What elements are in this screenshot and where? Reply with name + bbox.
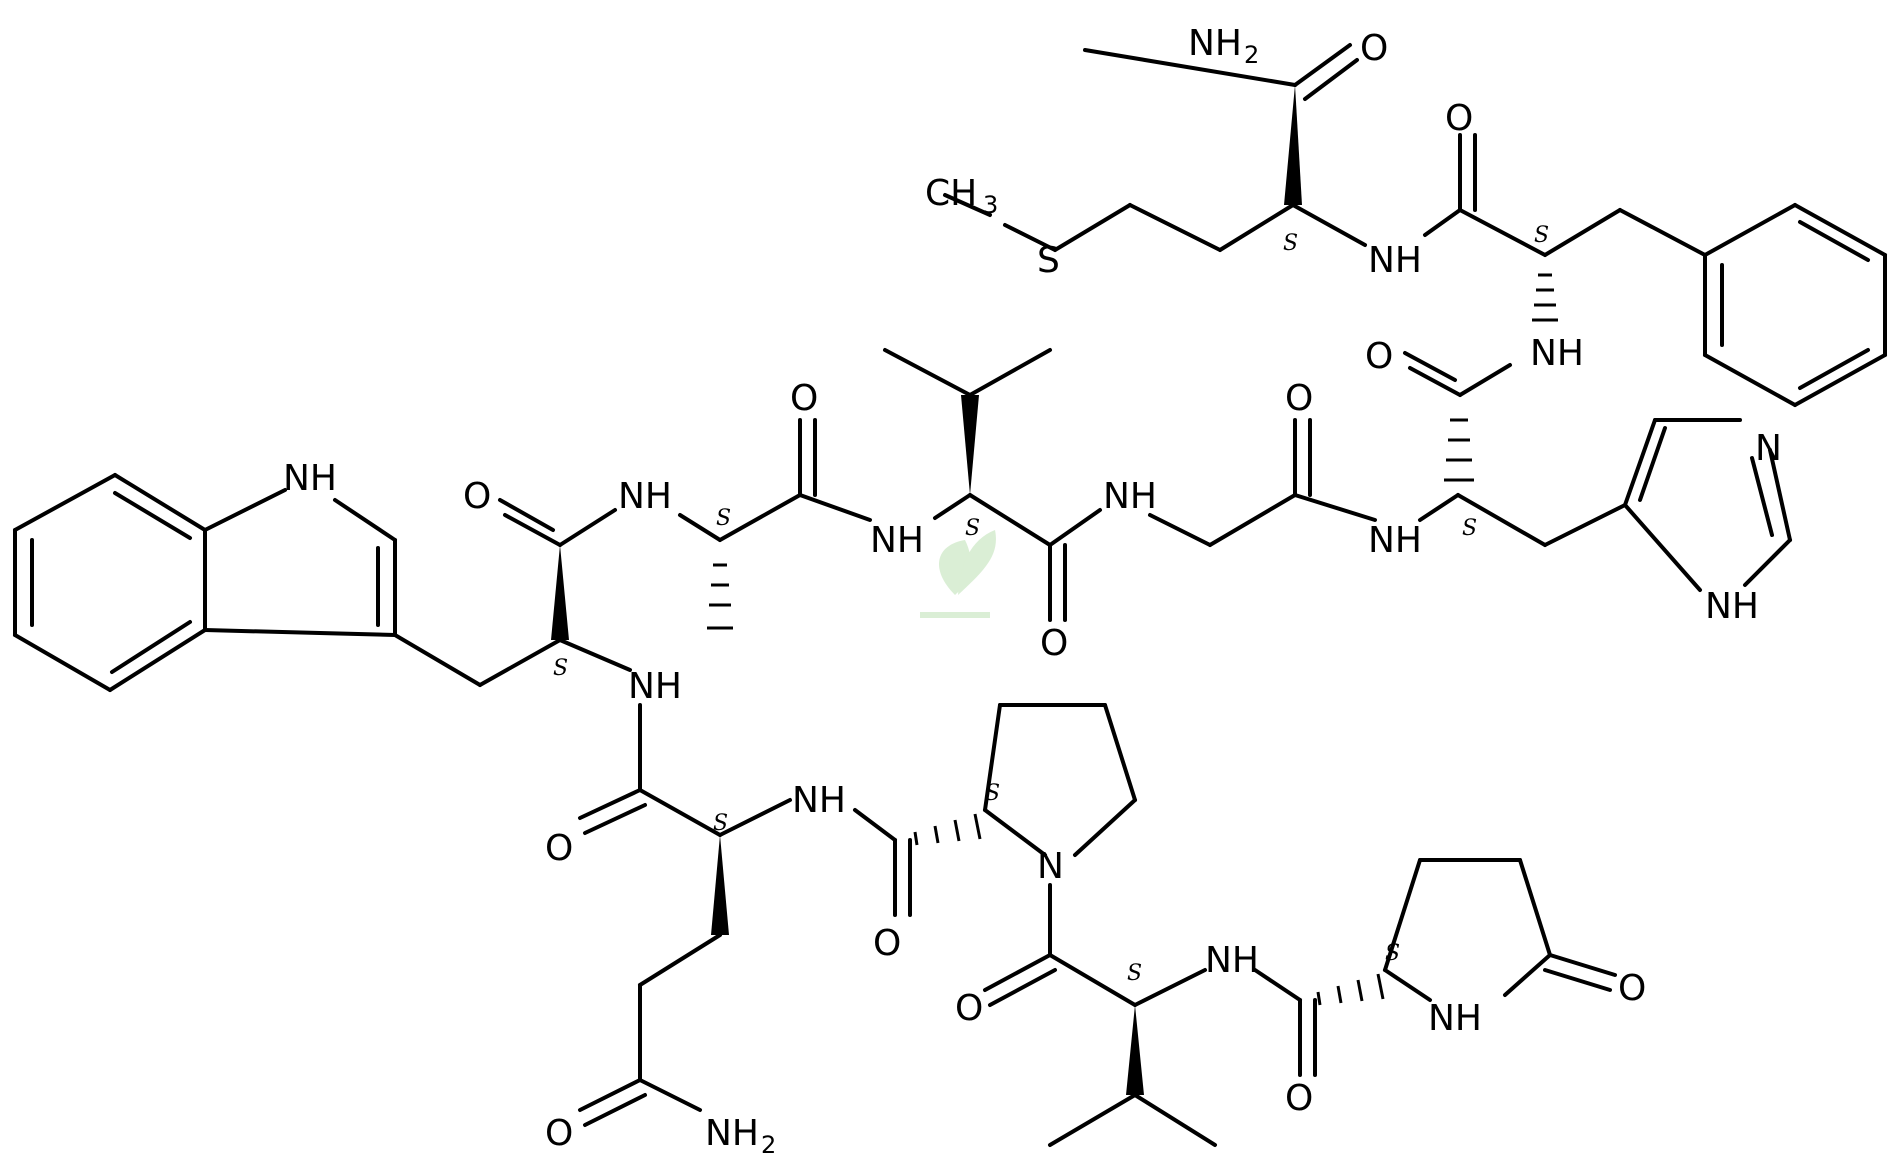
stereo-trp: S — [553, 656, 568, 681]
stereo-val: S — [965, 516, 980, 541]
label-nh-trp: NH — [628, 666, 682, 707]
label-n-pro: N — [1037, 846, 1064, 887]
label-o-pro: O — [873, 923, 901, 964]
bond-lines — [13, 43, 1887, 1147]
label-nh-ala: NH — [618, 476, 672, 517]
label-o-pyr-ring: O — [1285, 1078, 1313, 1119]
stereo-val2: S — [1127, 961, 1142, 986]
label-nh-gln: NH — [792, 780, 846, 821]
label-nh-pyr: NH — [1428, 998, 1482, 1039]
label-o-val: O — [1040, 623, 1068, 664]
label-o-pyr: O — [1618, 968, 1646, 1009]
label-o-ala: O — [790, 378, 818, 419]
label-nh-imidazole: NH — [1705, 586, 1759, 627]
label-n-imidazole: N — [1755, 428, 1782, 469]
atom-labels: NH 2 O O CH 3 S NH NH O N NH NH O NH O N… — [283, 23, 1782, 1159]
label-ch3-sub: 3 — [983, 191, 998, 219]
stereo-phe: S — [1534, 223, 1549, 248]
label-nh-gly: NH — [1103, 476, 1157, 517]
stereo-met: S — [1283, 231, 1298, 256]
label-nh2-top-sub: 2 — [1244, 41, 1259, 69]
label-nh-val: NH — [870, 520, 924, 561]
label-nh-met: NH — [1368, 240, 1422, 281]
label-s-atom: S — [1037, 240, 1060, 281]
label-o-top: O — [1360, 28, 1388, 69]
label-nh2-gln-sub: 2 — [761, 1131, 776, 1159]
label-nh2-gln: NH — [705, 1113, 759, 1154]
stereo-pyr: S — [1385, 941, 1400, 966]
stereo-his: S — [1462, 516, 1477, 541]
label-nh-val2: NH — [1205, 940, 1259, 981]
label-nh2-top: NH — [1188, 23, 1242, 64]
stereo-labels: S S S S S S S S S S — [553, 223, 1549, 986]
stereo-ala: S — [716, 506, 731, 531]
label-o-val2: O — [955, 988, 983, 1029]
label-o-gly: O — [1285, 378, 1313, 419]
label-o-trp: O — [463, 476, 491, 517]
label-o-gln: O — [545, 828, 573, 869]
label-o-phe: O — [1445, 98, 1473, 139]
label-nh-indole: NH — [283, 458, 337, 499]
stereo-gln: S — [713, 811, 728, 836]
label-o-his: O — [1365, 336, 1393, 377]
stereo-pro: S — [985, 781, 1000, 806]
label-nh-phe: NH — [1530, 333, 1584, 374]
watermark-leaf-icon — [920, 530, 996, 618]
label-ch3: CH — [925, 173, 977, 214]
label-nh-his: NH — [1368, 520, 1422, 561]
label-o-gln-side: O — [545, 1113, 573, 1154]
